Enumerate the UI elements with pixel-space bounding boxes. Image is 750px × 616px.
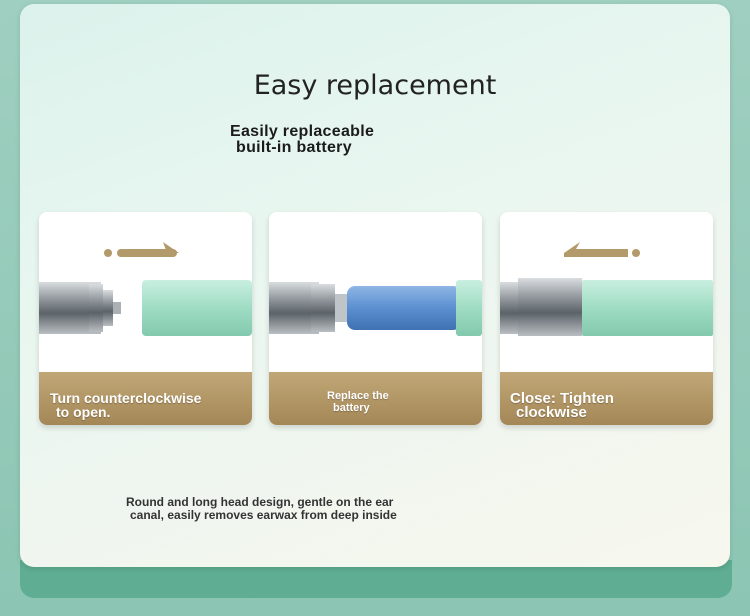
caption-line-1: Turn counterclockwise [50, 390, 202, 406]
device-body [456, 280, 482, 336]
caption-band [500, 372, 713, 425]
step-image [39, 212, 252, 372]
step-card-close: Close: Tighten clockwise [500, 212, 713, 425]
step-image [500, 212, 713, 372]
caption-line-2: clockwise [516, 404, 587, 421]
battery [347, 286, 461, 330]
subtitle-line-2: built-in battery [236, 139, 352, 156]
step-caption: Replace the battery [327, 390, 389, 414]
caption-band [39, 372, 252, 425]
step-card-open: Turn counterclockwise to open. [39, 212, 252, 425]
footer-line-1: Round and long head design, gentle on th… [126, 495, 394, 509]
right-arrow-icon [104, 242, 179, 257]
device-head [500, 278, 582, 336]
footer-description: Round and long head design, gentle on th… [126, 496, 397, 522]
step-caption: Turn counterclockwise to open. [50, 391, 201, 419]
footer-line-2: canal, easily removes earwax from deep i… [130, 508, 397, 522]
caption-line-2: to open. [56, 404, 111, 420]
step-card-replace: Replace the battery [269, 212, 482, 425]
caption-line-1: Close: Tighten [510, 390, 614, 407]
step-caption: Close: Tighten clockwise [510, 390, 614, 421]
caption-line-1: Replace the [327, 390, 389, 402]
device-body [142, 280, 252, 336]
device-head [269, 282, 347, 334]
subtitle: Easily replaceable built-in battery [230, 124, 374, 156]
step-image [269, 212, 482, 372]
left-arrow-icon [564, 242, 640, 257]
page-title: Easy replacement [253, 70, 497, 101]
device-body [582, 280, 713, 336]
caption-line-2: battery [333, 402, 370, 414]
caption-band [269, 372, 482, 425]
subtitle-line-1: Easily replaceable [230, 123, 375, 140]
device-head [39, 282, 121, 334]
